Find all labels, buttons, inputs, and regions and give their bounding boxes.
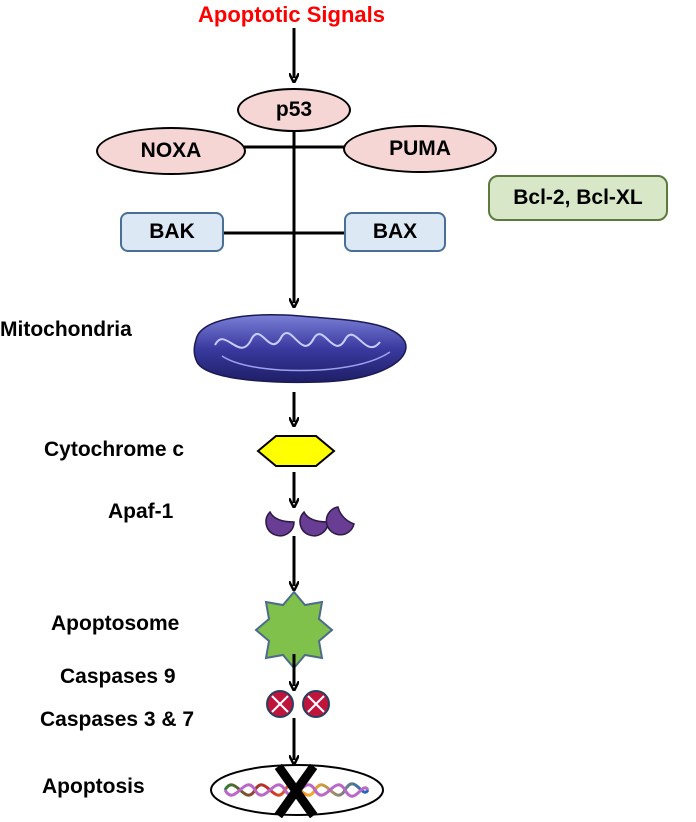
apaf-crescent-icon (265, 506, 355, 537)
noxa-node: NOXA (96, 127, 246, 175)
p53-node: p53 (237, 88, 351, 132)
bax-label: BAX (372, 220, 418, 243)
cytochrome-label: Cytochrome c (44, 438, 185, 461)
bcl-inhibitor-node: Bcl-2, Bcl-XL (488, 175, 668, 221)
caspase37-label: Caspases 3 & 7 (40, 708, 195, 731)
apoptosis-label: Apoptosis (42, 775, 145, 798)
caspase-x-icon (266, 690, 330, 718)
bax-node: BAX (344, 212, 446, 252)
mitochondria-label: Mitochondria (0, 318, 132, 341)
diagram-title: Apoptotic Signals (198, 2, 385, 27)
mitochondria-icon (193, 314, 407, 384)
bak-node: BAK (120, 212, 224, 252)
dna-cross-icon (210, 763, 384, 819)
bcl-label: Bcl-2, Bcl-XL (513, 186, 643, 209)
apoptosome-label: Apoptosome (51, 612, 180, 635)
puma-label: PUMA (389, 137, 451, 160)
p53-label: p53 (275, 98, 313, 121)
hexagon-icon (256, 435, 336, 467)
noxa-label: NOXA (140, 139, 202, 162)
bak-label: BAK (149, 220, 195, 243)
apaf-label: Apaf-1 (108, 500, 174, 523)
caspase9-label: Caspases 9 (60, 665, 176, 688)
puma-node: PUMA (343, 125, 497, 173)
